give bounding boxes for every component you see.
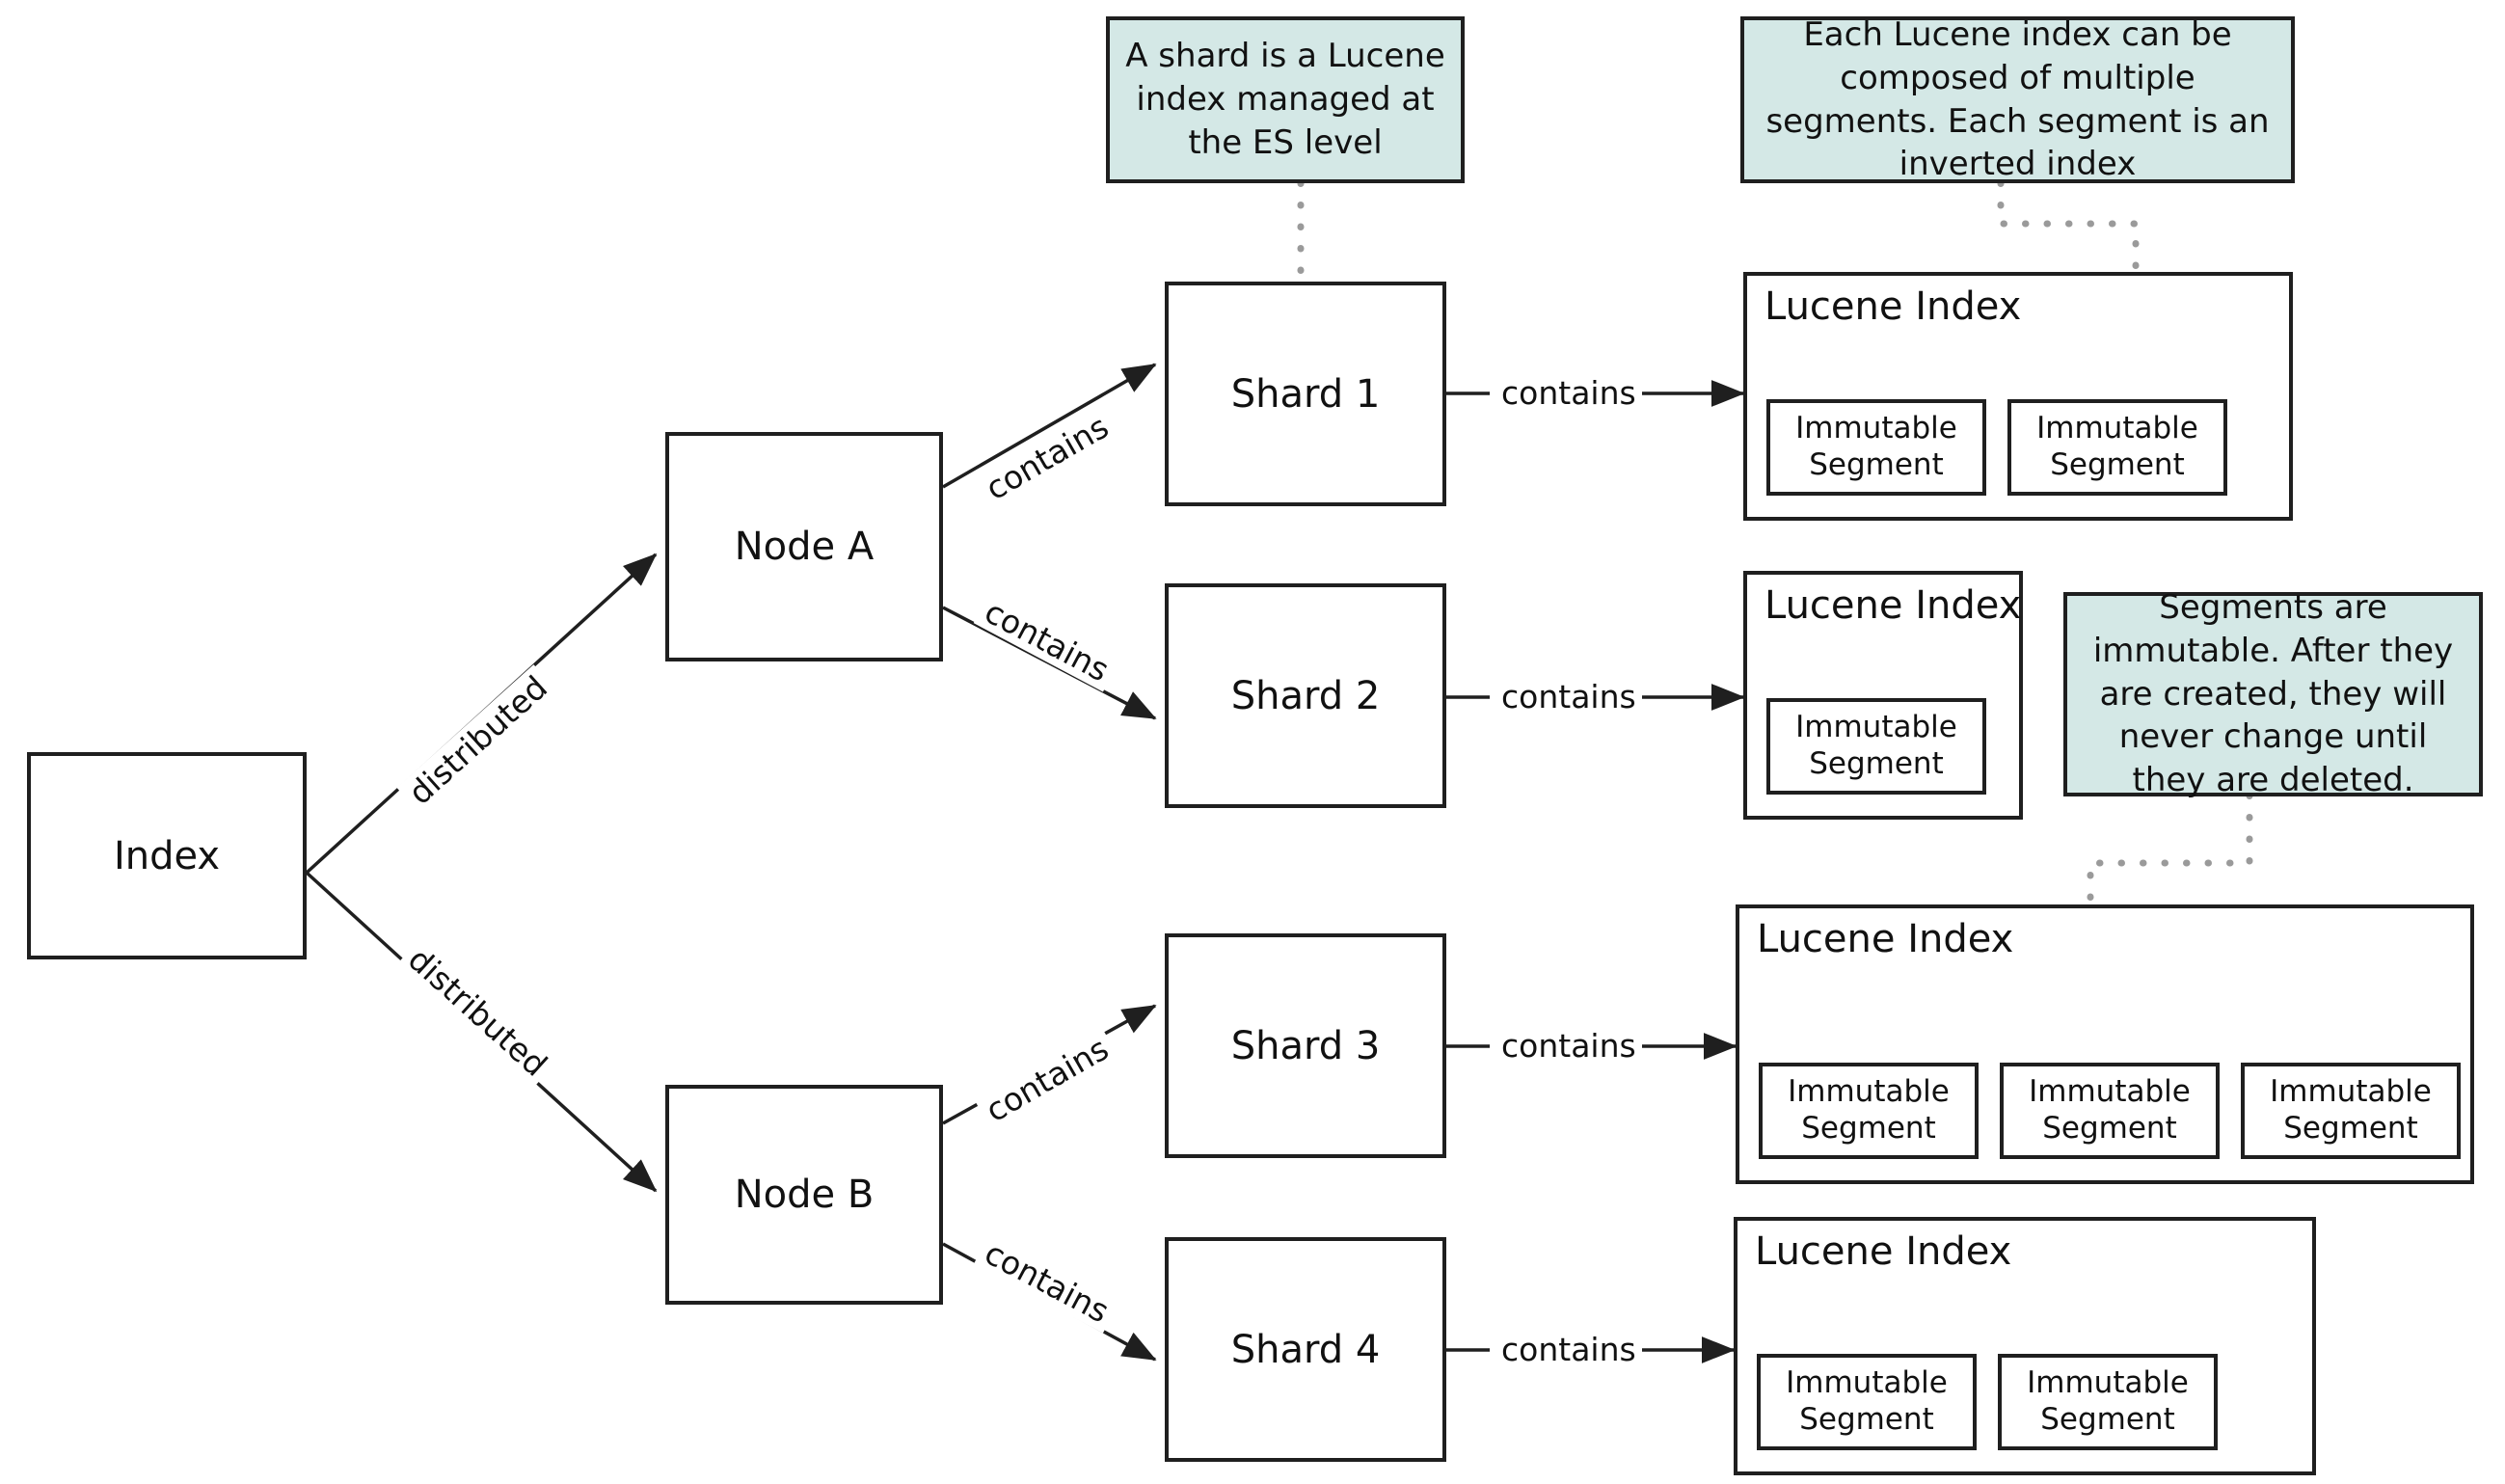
edge-label-contains-node-a-shard-2: contains bbox=[973, 589, 1120, 692]
shard-1-label: Shard 1 bbox=[1230, 371, 1381, 417]
edge-label-distributed-a: distributed bbox=[396, 664, 559, 816]
note-segments-immutable[interactable]: Segments are immutable. After they are c… bbox=[2063, 588, 2483, 799]
lucene-index-3-title: Lucene Index bbox=[1757, 917, 2014, 961]
lucene-index-2-title: Lucene Index bbox=[1764, 583, 2022, 628]
index-box[interactable]: Index bbox=[27, 752, 307, 959]
note-shard-definition[interactable]: A shard is a Lucene index managed at the… bbox=[1106, 16, 1465, 183]
edge-label-distributed-b: distributed bbox=[396, 936, 559, 1088]
edge-label-contains-shard-4: contains bbox=[1495, 1331, 1642, 1368]
edge-label-contains-node-b-shard-4: contains bbox=[973, 1230, 1120, 1334]
shard-4-box[interactable]: Shard 4 bbox=[1165, 1237, 1446, 1462]
shard-3-box[interactable]: Shard 3 bbox=[1165, 933, 1446, 1158]
edge-label-contains-shard-3: contains bbox=[1495, 1027, 1642, 1065]
node-b-label: Node B bbox=[734, 1173, 875, 1217]
shard-3-label: Shard 3 bbox=[1230, 1023, 1381, 1068]
edge-label-contains-node-b-shard-3: contains bbox=[974, 1026, 1120, 1133]
edge-label-contains-shard-2: contains bbox=[1495, 678, 1642, 715]
lucene-index-1-title: Lucene Index bbox=[1764, 284, 2022, 329]
shard-1-box[interactable]: Shard 1 bbox=[1165, 282, 1446, 506]
note-segments-immutable-text: Segments are immutable. After they are c… bbox=[2092, 587, 2454, 800]
node-a-box[interactable]: Node A bbox=[665, 432, 943, 661]
shard-2-label: Shard 2 bbox=[1230, 673, 1381, 718]
node-b-box[interactable]: Node B bbox=[665, 1085, 943, 1305]
note-segments-composition-text: Each Lucene index can be composed of mul… bbox=[1765, 14, 2270, 184]
index-label: Index bbox=[113, 833, 221, 878]
shard-4-label: Shard 4 bbox=[1230, 1327, 1381, 1372]
shard-2-box[interactable]: Shard 2 bbox=[1165, 583, 1446, 808]
edge-label-contains-shard-1: contains bbox=[1495, 374, 1642, 412]
edge-label-contains-node-a-shard-1: contains bbox=[974, 404, 1120, 511]
lucene-index-4-title: Lucene Index bbox=[1755, 1229, 2012, 1274]
node-a-label: Node A bbox=[734, 525, 875, 569]
note-segments-composition[interactable]: Each Lucene index can be composed of mul… bbox=[1740, 15, 2295, 183]
note-shard-definition-text: A shard is a Lucene index managed at the… bbox=[1125, 37, 1445, 162]
